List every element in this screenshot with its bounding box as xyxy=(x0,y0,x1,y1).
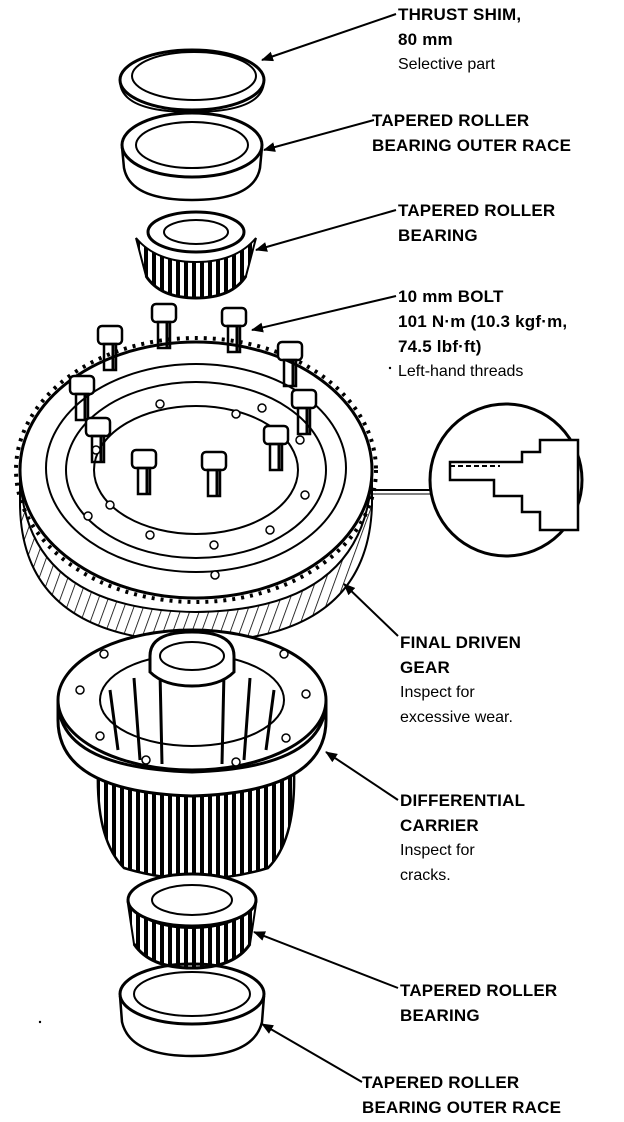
callout-bearing-top: TAPERED ROLLER BEARING xyxy=(398,198,555,248)
callout-line: BEARING OUTER RACE xyxy=(362,1098,562,1117)
callout-line: 101 N·m (10.3 kgf·m, xyxy=(398,312,568,331)
callout-line: TAPERED ROLLER xyxy=(372,111,530,130)
outer-race-bottom xyxy=(118,962,266,1058)
callout-outer-race-bottom: TAPERED ROLLER BEARING OUTER RACE xyxy=(362,1070,561,1120)
final-driven-gear xyxy=(14,336,378,644)
callout-note: cracks. xyxy=(400,867,451,884)
callout-note: Left-hand threads xyxy=(398,363,524,380)
scan-speck xyxy=(38,1020,42,1024)
callout-line: DIFFERENTIAL xyxy=(400,791,526,810)
callout-line: FINAL DRIVEN xyxy=(400,633,522,652)
outer-race-top xyxy=(120,111,264,202)
callout-note: Inspect for xyxy=(400,684,475,701)
callout-line: TAPERED ROLLER xyxy=(362,1073,520,1092)
callout-final-driven-gear: FINAL DRIVEN GEAR Inspect for excessive … xyxy=(400,630,521,730)
callout-line: 74.5 lbf·ft) xyxy=(398,337,482,356)
callout-bolt: 10 mm BOLT 101 N·m (10.3 kgf·m, 74.5 lbf… xyxy=(398,284,567,384)
callout-note: Inspect for xyxy=(400,842,475,859)
differential-carrier xyxy=(56,628,328,881)
callout-note: Selective part xyxy=(398,56,495,73)
thread-detail-inset xyxy=(372,402,584,558)
callout-differential-carrier: DIFFERENTIAL CARRIER Inspect for cracks. xyxy=(400,788,525,888)
callout-line: GEAR xyxy=(400,658,450,677)
thrust-shim xyxy=(118,48,266,114)
callout-line: TAPERED ROLLER xyxy=(398,201,556,220)
callout-note: excessive wear. xyxy=(400,709,513,726)
callout-line: CARRIER xyxy=(400,816,479,835)
callout-outer-race-top: TAPERED ROLLER BEARING OUTER RACE xyxy=(372,108,571,158)
callout-line: BEARING xyxy=(398,226,478,245)
callout-line: 80 mm xyxy=(398,30,453,49)
callout-line: TAPERED ROLLER xyxy=(400,981,558,1000)
callout-bearing-bottom: TAPERED ROLLER BEARING xyxy=(400,978,557,1028)
scan-speck xyxy=(388,366,392,370)
callout-thrust-shim: THRUST SHIM, 80 mm Selective part xyxy=(398,2,521,77)
callout-line: THRUST SHIM, xyxy=(398,5,522,24)
tapered-roller-bearing-top xyxy=(135,210,257,300)
leader-arrows xyxy=(251,13,399,1083)
callout-line: 10 mm BOLT xyxy=(398,287,504,306)
tapered-roller-bearing-bottom xyxy=(126,872,258,970)
callout-line: BEARING OUTER RACE xyxy=(372,136,572,155)
mounting-bolts xyxy=(68,302,318,498)
callout-line: BEARING xyxy=(400,1006,480,1025)
